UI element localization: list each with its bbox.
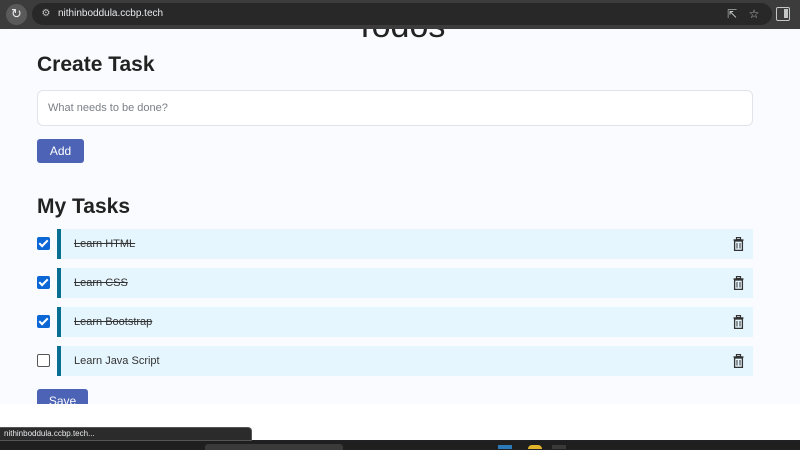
- task-row: Learn Bootstrap: [37, 307, 753, 337]
- main-heading: Todos: [0, 29, 800, 46]
- share-icon[interactable]: ⇱: [726, 7, 738, 21]
- task-row: Learn Java Script: [37, 346, 753, 376]
- page-viewport: Todos Create Task Add My Tasks Learn HTM…: [0, 29, 800, 404]
- task-label[interactable]: Learn HTML: [74, 238, 136, 250]
- task-card: Learn CSS: [57, 268, 753, 298]
- create-heading-bold: Create: [37, 53, 103, 76]
- create-heading-rest: Task: [102, 53, 155, 76]
- taskbar-search[interactable]: [205, 444, 343, 450]
- tasks-heading-bold: My: [37, 195, 67, 218]
- save-button[interactable]: Save: [37, 389, 88, 404]
- browser-toolbar: ↻ ⚙ nithinboddula.ccbp.tech ⇱ ☆: [0, 0, 800, 29]
- add-button[interactable]: Add: [37, 139, 84, 163]
- taskbar-browser-icon[interactable]: [552, 445, 566, 449]
- task-checkbox[interactable]: [37, 237, 50, 250]
- todo-user-input[interactable]: [37, 90, 753, 126]
- taskbar-folder-icon[interactable]: [528, 445, 542, 449]
- task-row: Learn CSS: [37, 268, 753, 298]
- reload-icon[interactable]: ↻: [6, 4, 27, 25]
- create-task-heading: Create Task: [37, 53, 155, 77]
- task-card: Learn Java Script: [57, 346, 753, 376]
- trash-icon[interactable]: [733, 276, 744, 290]
- link-status-bubble: nithinboddula.ccbp.tech...: [0, 427, 252, 441]
- tasks-heading-rest: Tasks: [66, 195, 131, 218]
- url-text[interactable]: nithinboddula.ccbp.tech: [58, 8, 164, 19]
- task-label[interactable]: Learn CSS: [74, 277, 128, 289]
- task-card: Learn HTML: [57, 229, 753, 259]
- task-checkbox[interactable]: [37, 354, 50, 367]
- star-icon[interactable]: ☆: [748, 7, 760, 21]
- trash-icon[interactable]: [733, 237, 744, 251]
- trash-icon[interactable]: [733, 315, 744, 329]
- os-taskbar: [0, 441, 800, 450]
- task-card: Learn Bootstrap: [57, 307, 753, 337]
- taskbar-app-icon[interactable]: [498, 445, 512, 449]
- address-bar[interactable]: ⚙ nithinboddula.ccbp.tech ⇱ ☆: [32, 3, 772, 25]
- side-panel-icon[interactable]: [776, 7, 790, 21]
- my-tasks-heading: My Tasks: [37, 195, 130, 219]
- task-label[interactable]: Learn Java Script: [74, 355, 160, 367]
- task-label[interactable]: Learn Bootstrap: [74, 316, 153, 328]
- site-info-icon[interactable]: ⚙: [41, 8, 51, 19]
- task-row: Learn HTML: [37, 229, 753, 259]
- trash-icon[interactable]: [733, 354, 744, 368]
- task-checkbox[interactable]: [37, 315, 50, 328]
- task-checkbox[interactable]: [37, 276, 50, 289]
